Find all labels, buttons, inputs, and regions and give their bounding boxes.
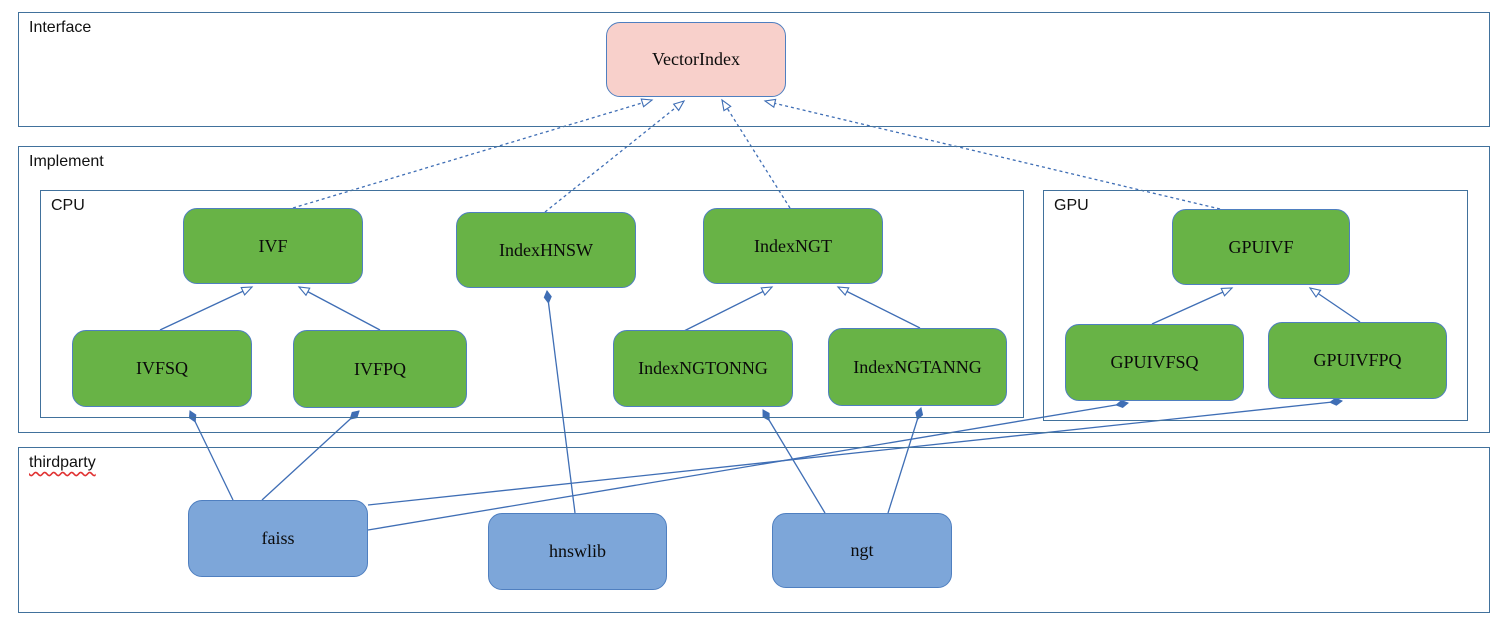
section-interface: Interface [18, 12, 1490, 127]
node-ngt: ngt [772, 513, 952, 588]
section-cpu-label: CPU [51, 197, 85, 214]
node-indexngtanng: IndexNGTANNG [828, 328, 1007, 406]
edge-IndexNGTONNG-to-IndexNGT [681, 286, 774, 333]
node-gpuivf: GPUIVF [1172, 209, 1350, 285]
edge-GPUIVFPQ-to-GPUIVF [1308, 287, 1361, 323]
edge-faiss-to-IVFPQ [261, 410, 360, 501]
section-thirdparty-label: thirdparty [29, 454, 96, 471]
edge-faiss-to-IVFSQ [188, 410, 234, 501]
node-gpuivfpq: GPUIVFPQ [1268, 322, 1447, 399]
node-hnswlib: hnswlib [488, 513, 667, 590]
edge-faiss-to-GPUIVFSQ [367, 399, 1129, 531]
edge-IVFPQ-to-IVF [297, 286, 381, 331]
node-ivfsq: IVFSQ [72, 330, 252, 407]
edge-IVFSQ-to-IVF [159, 286, 254, 331]
edge-GPUIVFSQ-to-GPUIVF [1151, 287, 1234, 325]
edge-IndexNGTANNG-to-IndexNGT [836, 286, 921, 329]
section-gpu-label: GPU [1054, 197, 1089, 214]
node-indexhnsw: IndexHNSW [456, 212, 636, 288]
edge-ngt-to-IndexNGTANNG [887, 407, 924, 514]
section-interface-label: Interface [29, 19, 92, 36]
node-vectorindex: VectorIndex [606, 22, 786, 97]
node-indexngt: IndexNGT [703, 208, 883, 284]
section-implement: Implement [18, 146, 1490, 433]
section-implement-label: Implement [29, 153, 104, 170]
node-gpuivfsq: GPUIVFSQ [1065, 324, 1244, 401]
section-cpu: CPU [40, 190, 1024, 418]
node-faiss: faiss [188, 500, 368, 577]
node-ivfpq: IVFPQ [293, 330, 467, 408]
edge-ngt-to-IndexNGTONNG [762, 409, 826, 514]
node-indexngtonng: IndexNGTONNG [613, 330, 793, 407]
section-thirdparty: thirdparty [18, 447, 1490, 613]
node-ivf: IVF [183, 208, 363, 284]
section-gpu: GPU [1043, 190, 1468, 421]
edge-faiss-to-GPUIVFPQ [367, 397, 1343, 506]
edge-hnswlib-to-IndexHNSW [543, 290, 576, 514]
